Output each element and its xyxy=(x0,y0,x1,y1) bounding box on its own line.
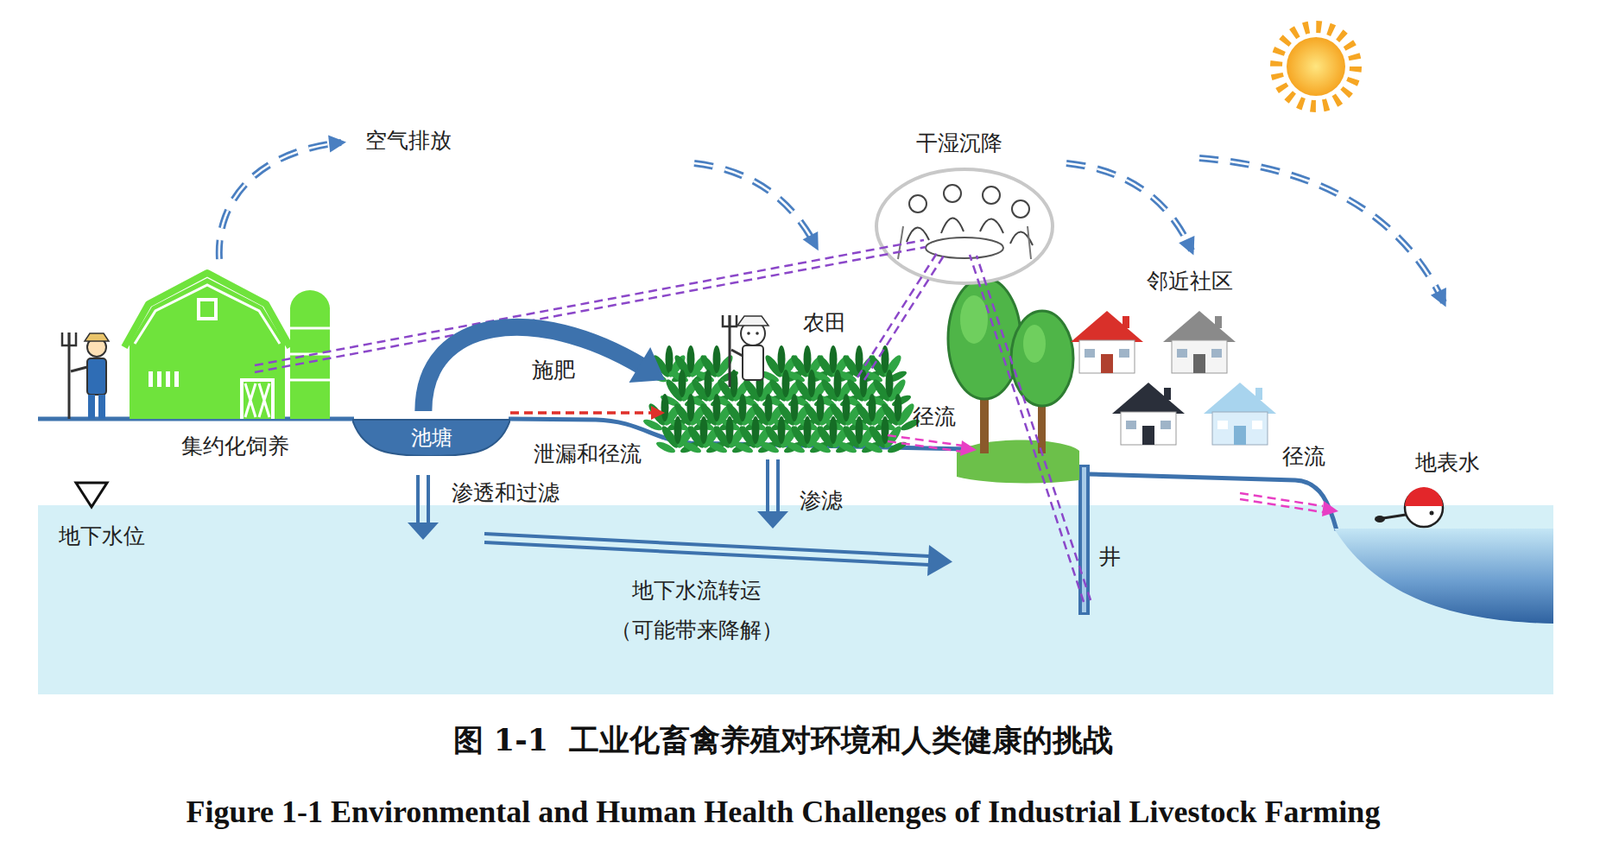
groundwater-band xyxy=(37,505,1554,695)
house xyxy=(1203,382,1277,445)
fertilizer-arrow xyxy=(423,327,665,412)
node-text: 农田 xyxy=(803,308,847,337)
edge-label: 施肥 xyxy=(531,355,576,385)
arrow-body xyxy=(510,411,653,415)
field-farmer xyxy=(722,315,769,387)
flow-label: 干湿沉降 xyxy=(916,128,1003,158)
symbol-label: 地下水位 xyxy=(58,521,146,551)
trees xyxy=(948,278,1074,454)
sun xyxy=(1276,26,1356,107)
exposure-paths xyxy=(254,240,1091,602)
pond-shape: 池塘 xyxy=(352,411,511,456)
flow-label: 渗透和过滤 xyxy=(451,478,560,507)
house xyxy=(1163,310,1236,374)
runoff-arrows xyxy=(887,435,1339,517)
flow-label: 空气排放 xyxy=(365,126,452,155)
edge-label: 泄漏和径流 xyxy=(533,439,642,468)
arrow-body xyxy=(423,327,643,412)
area-label: 地表水 xyxy=(1415,448,1480,477)
flow-label: 渗滤 xyxy=(799,486,843,515)
dinner-scene xyxy=(876,169,1053,284)
part-label: 井 xyxy=(1099,542,1121,571)
runoff-line xyxy=(1088,474,1337,531)
node-text: 池塘 xyxy=(411,423,453,452)
area-label: 集约化饲养 xyxy=(181,431,290,461)
water-table-symbol xyxy=(75,482,108,507)
arrow-head xyxy=(651,405,665,420)
flow-label: 径流 xyxy=(1282,442,1326,471)
farmland-area: 农田 xyxy=(664,306,899,450)
air-flow-arrows xyxy=(219,142,1444,303)
barn xyxy=(124,272,330,419)
flow-label: 地下水流转运 xyxy=(632,575,762,605)
house xyxy=(1070,310,1144,374)
grass-patch xyxy=(956,439,1080,483)
swimmer xyxy=(1374,486,1443,527)
air-flow-heads xyxy=(328,135,1447,308)
arrow-head xyxy=(628,347,665,383)
surface-water xyxy=(1334,528,1554,624)
crops xyxy=(641,345,921,456)
area-label: 邻近社区 xyxy=(1146,266,1234,296)
note-label: （可能带来降解） xyxy=(610,615,784,645)
house xyxy=(1112,382,1185,445)
caption-english: Figure 1-1 Environmental and Human Healt… xyxy=(186,793,1381,830)
figure-caption: 图 1-1 工业化畜禽养殖对环境和人类健康的挑战 xyxy=(453,720,1114,761)
farmer xyxy=(62,332,109,419)
seepage-arrows xyxy=(407,459,953,576)
flow-label: 径流 xyxy=(912,402,956,431)
leak-arrow xyxy=(510,405,665,420)
